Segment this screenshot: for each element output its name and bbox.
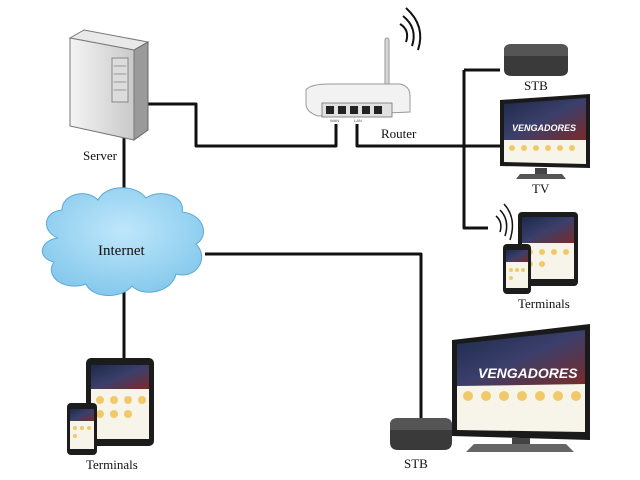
cable-internet-stb: [205, 252, 423, 420]
terminals-right-label: Terminals: [518, 296, 570, 311]
stb-top-label: STB: [524, 78, 548, 93]
router-lan-port-label: LAN: [354, 118, 362, 123]
big-tv-screen-banner: VENGADORES: [478, 365, 578, 381]
terminals-left-icon: [67, 358, 154, 455]
router-wan-port-label: WAN: [330, 118, 339, 123]
connection-lines: [122, 68, 500, 420]
cable-server-router: [140, 102, 338, 148]
cable-router-bus: [355, 124, 500, 148]
server-label: Server: [83, 148, 118, 163]
big-tv-icon: VENGADORES: [452, 324, 590, 452]
cable-bus-vertical: [462, 70, 488, 230]
tv-screen-banner: VENGADORES: [512, 123, 576, 133]
tv-icon: VENGADORES: [500, 94, 590, 179]
stb-bottom-icon: [390, 418, 452, 450]
stb-bottom-label: STB: [404, 456, 428, 471]
server-icon: [68, 29, 150, 141]
internet-label: Internet: [98, 243, 145, 259]
internet-cloud-icon: [42, 187, 205, 296]
terminals-left-label: Terminals: [86, 457, 138, 472]
router-label: Router: [381, 126, 417, 141]
router-icon: [305, 7, 422, 118]
tv-label: TV: [532, 181, 550, 196]
terminals-right-icon: [495, 203, 578, 294]
stb-top-icon: [504, 44, 568, 76]
